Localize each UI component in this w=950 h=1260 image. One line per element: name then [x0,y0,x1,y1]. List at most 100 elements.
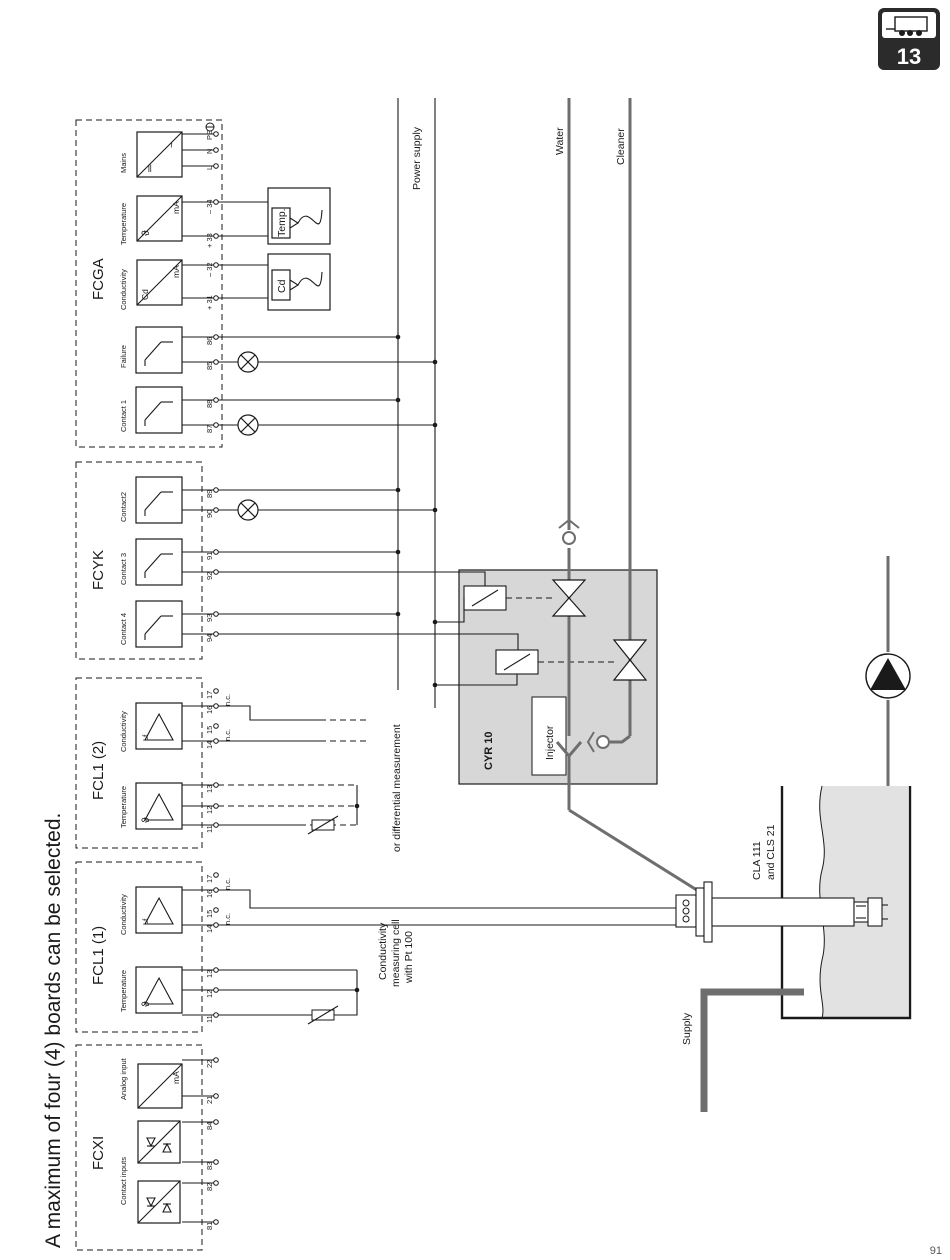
conductivity-recorder: Cd [218,253,331,311]
terminal-92: 92 [205,572,214,580]
cd-symbol: Cd [140,289,150,300]
terminal-16: 16 [205,706,214,714]
relay-contact-icon [135,600,183,648]
module-label-contact-inputs: Contact inputs [119,1157,128,1205]
differential-label: or differential measurement [391,724,403,852]
terminal-15: 15 [205,910,214,918]
relay-contact-icon [135,326,183,374]
board-name-fcl1-1: FCL1 (1) [90,926,107,985]
module-label-failure: Failure [119,345,128,368]
solenoid-valve-icon [612,639,648,681]
cyr10-unit: CYR 10 Injector [218,569,658,785]
terminal-87: 87 [205,425,214,433]
terminal-13: 13 [205,785,214,793]
measuring-cell-label: Conductivity [377,922,389,980]
terminal-15: 15 [205,726,214,734]
conductivity-amplifier-icon [135,886,183,934]
theta-symbol: ϑ [140,1001,152,1007]
page-number: 91 [930,1245,942,1257]
unit-ma: mA [171,201,181,214]
terminal-l: L [205,166,214,170]
terminal-pe: PE [205,130,214,140]
relay-contact-icon [135,386,183,434]
measuring-cell-label: with Pt 100 [403,931,415,984]
cleaner-line [586,98,648,753]
sensor-label: and CLS 21 [765,824,777,880]
water-label: Water [554,127,566,155]
analog-input-module: mA [137,1063,183,1109]
relay-contact-icon [135,538,183,586]
water-line [551,98,701,894]
unit-ma: mA [171,1071,181,1084]
terminal-11: 11 [205,825,214,833]
board-name-fcyk: FCYK [90,550,107,590]
relay-contact-icon [135,476,183,524]
cleaner-label: Cleaner [615,128,627,165]
board-fcga: FCGA Contact 1 Failure Conductivity Temp… [75,119,223,448]
mobile-lab-trailer-icon [886,16,928,36]
unit-ma: mA [171,265,181,278]
check-valve-icon [558,518,580,545]
page-heading: A maximum of four (4) boards can be sele… [42,813,65,1248]
board-name-fcl1-2: FCL1 (2) [90,741,107,800]
solenoid-coil-icon [463,585,507,611]
terminal-17: 17 [205,691,214,699]
terminal-21: 21 [205,1096,214,1104]
terminal-13: 13 [205,970,214,978]
terminal-82: 82 [205,1183,214,1191]
terminal-89: 89 [205,490,214,498]
theta-symbol: ϑ [140,230,152,236]
earth-ground-icon [205,122,215,132]
board-name-fcga: FCGA [90,258,107,300]
recorder-label-temp: Temp. [276,208,288,237]
solenoid-valve-icon [551,579,587,617]
module-label-conductivity: Conductivity [119,711,128,752]
theta-symbol: ϑ [140,817,152,823]
terminal-81: 81 [205,1222,214,1230]
lf-symbol: Lf [141,918,150,925]
board-fcl1-2: FCL1 (2) Temperature Conductivity ϑ Lf 1… [75,677,232,849]
module-label-contact-1: Contact 1 [119,400,128,432]
conductivity-amplifier-icon [135,702,183,750]
terminal-14: 14 [205,741,214,749]
terminal-86: 86 [205,337,214,345]
terminal-n: N [205,149,214,154]
module-label-conductivity: Conductivity [119,894,128,935]
terminal-85: 85 [205,362,214,370]
supply-label: Supply [681,1012,693,1045]
nc-label: n.c. [223,694,232,706]
injector-label: Injector [544,725,556,760]
terminal-12: 12 [205,806,214,814]
terminal-90: 90 [205,510,214,518]
board-name-fcxi: FCXI [90,1136,107,1170]
terminal-91: 91 [205,552,214,560]
sensor-label: CLA 111 [751,841,763,880]
terminal-34: – 34 [205,199,214,214]
terminal-33: + 33 [205,233,214,248]
module-label-contact-4: Contact 4 [119,613,128,645]
board-fcxi: FCXI Contact inputs Analog input mA 81 8… [75,1044,219,1251]
module-label-mains: Mains [119,153,128,173]
measuring-cell-label: measuring cell [390,919,402,987]
indicator-lamp-icon [237,499,259,521]
mains-power-module: ═ ~ [136,131,183,178]
module-label-conductivity: Conductivity [119,269,128,310]
badge-number: 13 [897,44,921,69]
recorder-label-cd: Cd [276,279,288,293]
module-label-analog-input: Analog input [119,1057,128,1100]
module-label-contact-2: Contact2 [119,492,128,522]
pt100-resistor-icon [307,1005,339,1025]
terminal-32: – 32 [205,262,214,277]
module-label-temperature: Temperature [119,203,128,245]
terminal-11: 11 [205,1015,214,1023]
check-valve-icon [586,731,610,753]
opto-input-icon [137,1120,181,1164]
terminal-17: 17 [205,875,214,883]
nc-label: n.c. [223,729,232,741]
module-label-temperature: Temperature [119,786,128,828]
conductivity-sensor-cla111 [675,881,888,943]
conductivity-output-module: Cd mA [136,259,183,306]
terminal-84: 84 [205,1122,214,1130]
indicator-lamp-icon [237,414,259,436]
power-supply-bus [218,98,438,708]
